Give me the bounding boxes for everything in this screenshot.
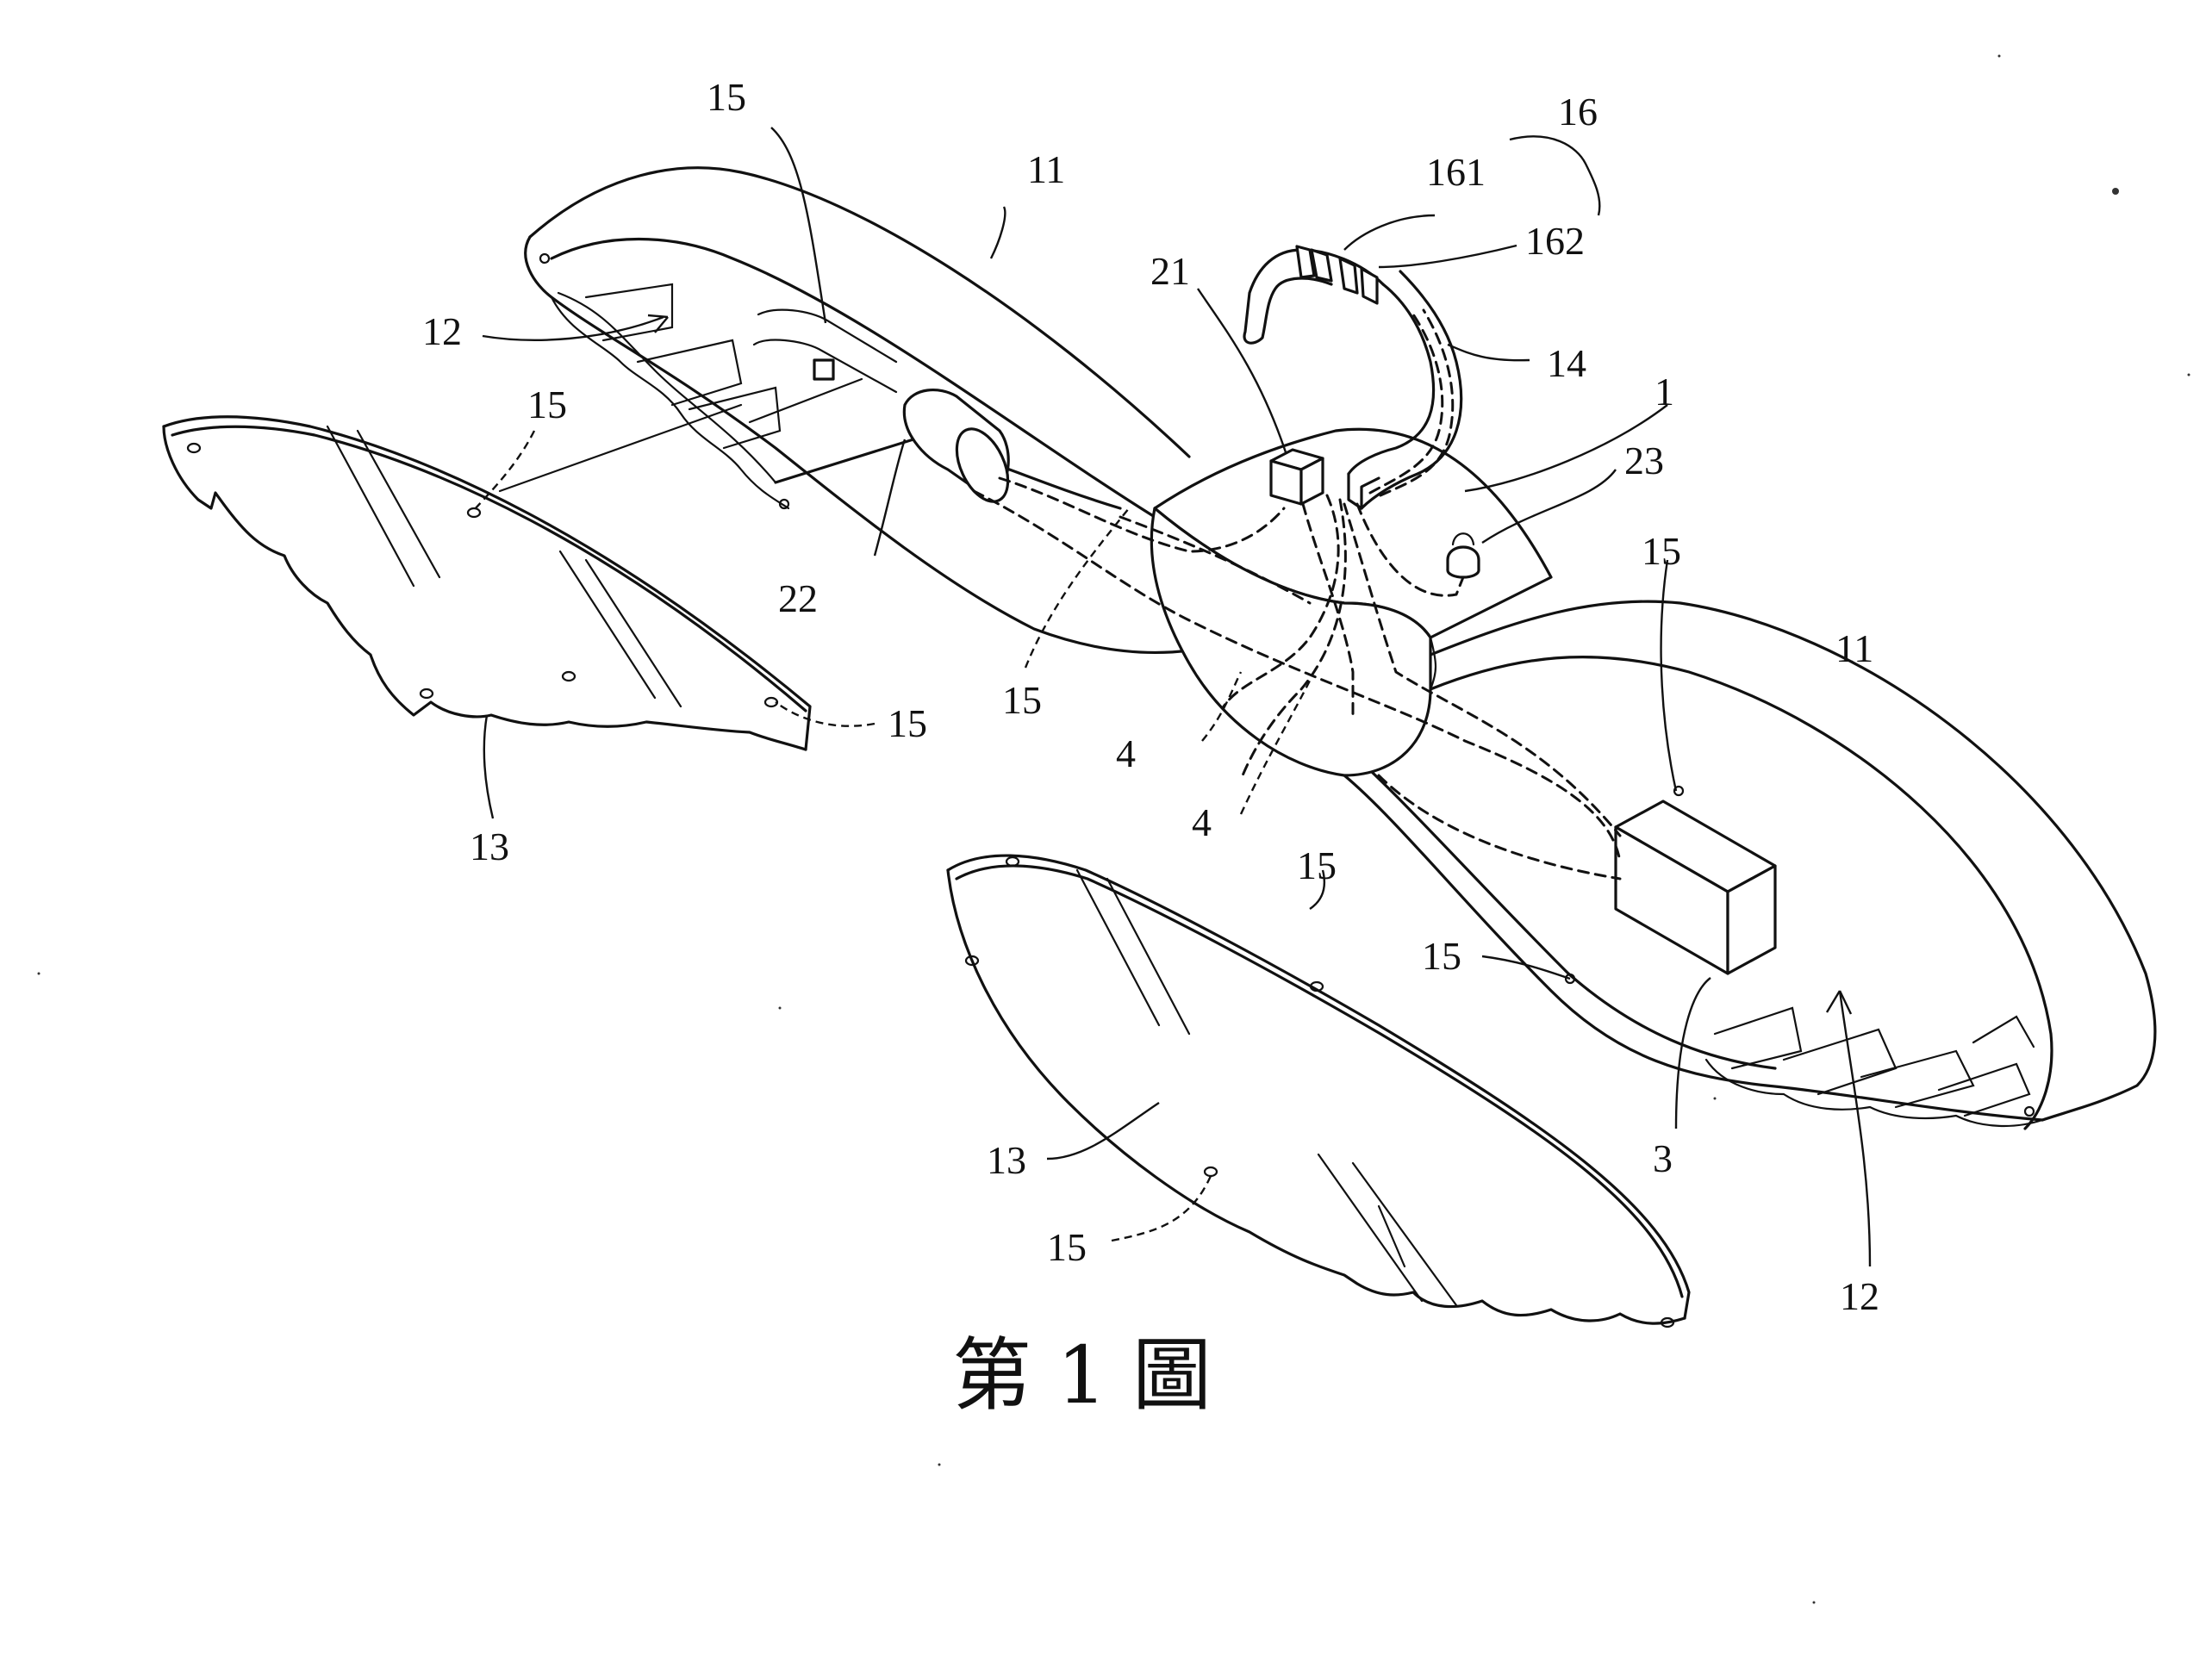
- label-1: 1: [1654, 370, 1674, 414]
- label-15-right-arm-bottom: 15: [1422, 934, 1461, 978]
- label-4-right: 4: [1192, 800, 1212, 844]
- label-13-right: 13: [987, 1138, 1026, 1182]
- scan-specks: [37, 54, 2190, 1604]
- reference-numerals: 15 11 12 15 22 15 15 13 21 16 161 162 14…: [422, 75, 1879, 1318]
- label-15-right-panel-bottom: 15: [1047, 1225, 1087, 1269]
- label-14: 14: [1547, 341, 1586, 385]
- label-162: 162: [1525, 219, 1585, 263]
- label-22: 22: [778, 576, 818, 620]
- hook-16: [1243, 245, 1385, 345]
- label-21: 21: [1150, 249, 1190, 293]
- component-21-switch: [1269, 448, 1324, 506]
- label-15-right-arm: 15: [1642, 529, 1681, 573]
- label-11-left: 11: [1027, 147, 1065, 191]
- label-23: 23: [1624, 439, 1664, 482]
- label-4-left: 4: [1116, 731, 1136, 775]
- leader-lines: [473, 127, 1872, 1267]
- component-23-lamp: [1446, 532, 1480, 579]
- label-13-left: 13: [470, 824, 509, 868]
- figure-caption: 第 1 圖: [952, 1329, 1212, 1422]
- label-161: 161: [1426, 150, 1486, 194]
- left-side-panel: [162, 403, 812, 751]
- component-3-box: [1614, 800, 1777, 975]
- wiring-4: [972, 476, 1622, 880]
- label-12-right: 12: [1840, 1274, 1879, 1318]
- left-hanger-arm: [524, 166, 1191, 655]
- label-16: 16: [1558, 90, 1598, 134]
- label-15-top: 15: [707, 75, 746, 119]
- right-hanger-arm: [1343, 600, 2157, 1130]
- label-11-right: 11: [1835, 626, 1873, 670]
- label-15-right-panel-top: 15: [1297, 843, 1337, 887]
- label-15-left-panel-bottom: 15: [888, 701, 927, 745]
- label-15-left-panel: 15: [527, 383, 567, 426]
- component-22-cylinder: [902, 389, 1010, 503]
- label-12-left: 12: [422, 309, 462, 353]
- label-15-mid-left: 15: [1002, 678, 1042, 722]
- central-housing: [1150, 427, 1553, 777]
- right-side-panel: [946, 854, 1691, 1328]
- label-3: 3: [1653, 1136, 1673, 1180]
